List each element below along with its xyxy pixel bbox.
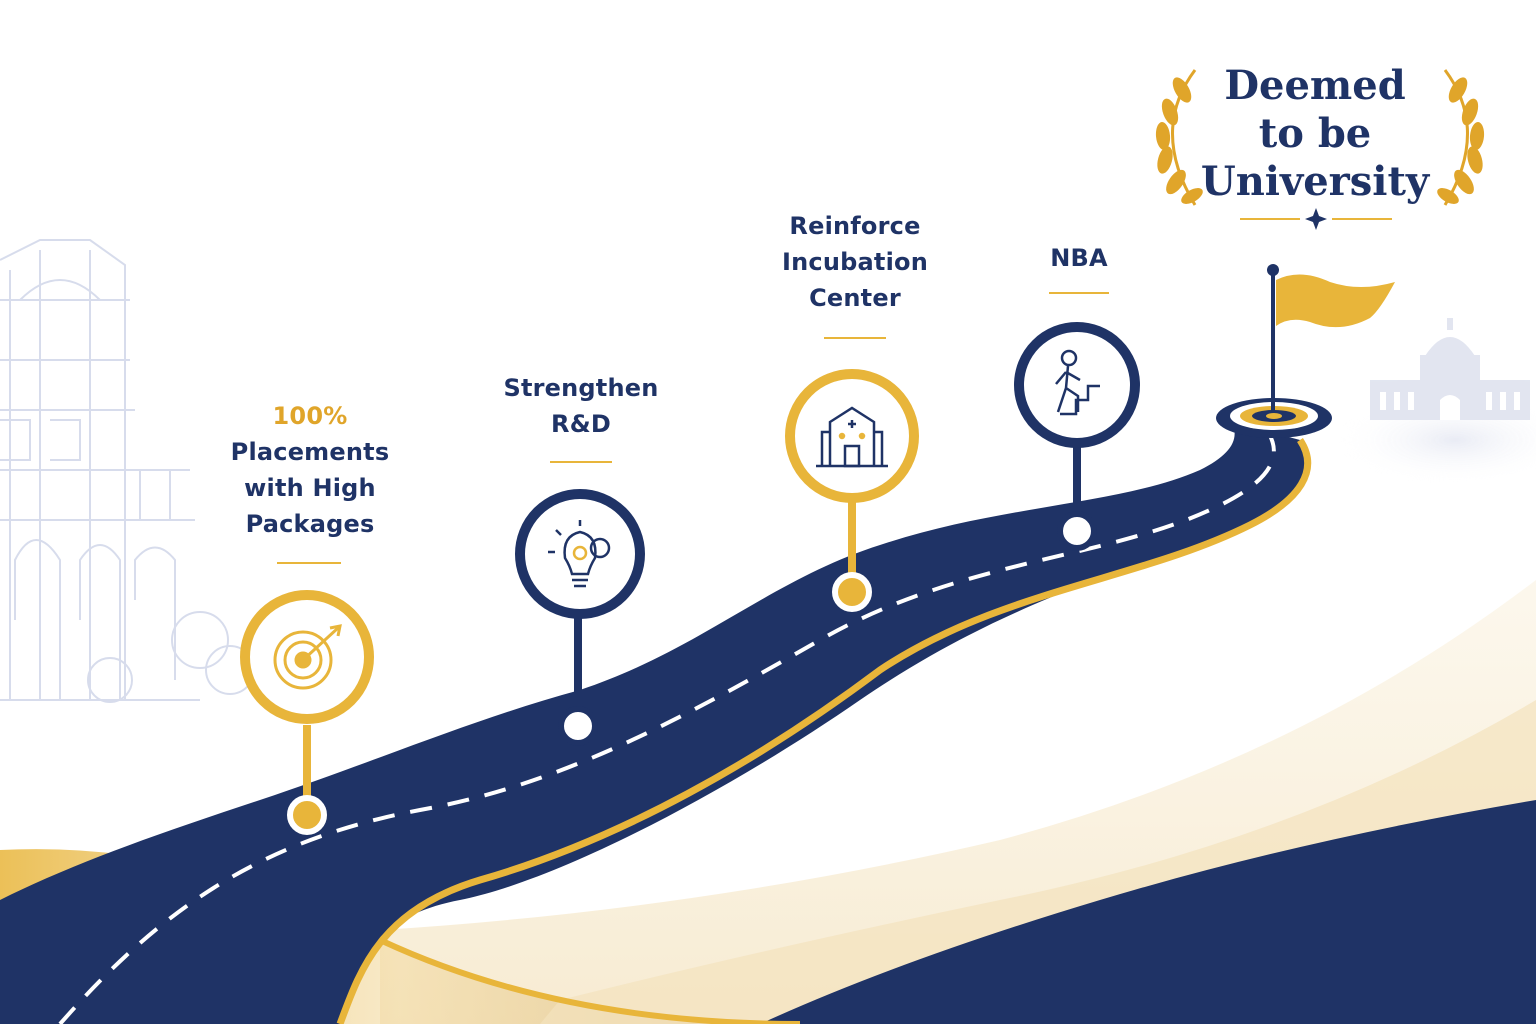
background-capitol-building [1335, 318, 1536, 485]
milestone-3-line-3: Center [809, 284, 901, 312]
milestone-4-line-1: NBA [1050, 244, 1108, 272]
milestone-1-divider [277, 562, 341, 564]
milestone-pin-1[interactable] [240, 590, 374, 835]
laurel-wreath-icon [1155, 69, 1485, 206]
milestone-label-4: NBA [1000, 240, 1158, 276]
milestone-pin-2[interactable] [515, 489, 645, 746]
goal-title-line-1: Deemed [1224, 62, 1406, 109]
building-icon [816, 406, 888, 468]
milestone-pin-3[interactable] [785, 369, 919, 612]
milestone-2-line-2: R&D [551, 410, 611, 438]
milestone-1-line-4: Packages [245, 510, 375, 538]
milestone-label-1: 100% Placements with High Packages [200, 398, 420, 542]
goal-title: Deemed to be University [1190, 62, 1440, 206]
sparkle-icon [1305, 208, 1327, 230]
road [0, 420, 1312, 1024]
milestone-label-3: Reinforce Incubation Center [745, 208, 965, 316]
target-icon [273, 624, 342, 690]
milestone-label-2: Strengthen R&D [470, 370, 692, 442]
goal-title-line-3: University [1200, 158, 1430, 205]
milestone-1-line-1: 100% [272, 402, 348, 430]
goal-title-line-2: to be [1258, 110, 1372, 157]
goal-target-flag[interactable] [1216, 264, 1395, 438]
milestone-2-line-1: Strengthen [503, 374, 659, 402]
milestone-3-line-2: Incubation [782, 248, 928, 276]
milestone-1-line-3: with High [244, 474, 376, 502]
flag-icon [1276, 274, 1395, 328]
milestone-3-divider [824, 337, 886, 339]
background-building-sketch [0, 239, 255, 703]
milestone-2-divider [550, 461, 612, 463]
person-climbing-stairs-icon [1055, 349, 1100, 416]
title-divider [1240, 208, 1392, 230]
milestone-1-line-2: Placements [230, 438, 390, 466]
milestone-pin-4[interactable] [1014, 322, 1140, 551]
milestone-3-line-1: Reinforce [789, 212, 921, 240]
milestone-4-divider [1049, 292, 1109, 294]
lightbulb-gear-icon [548, 520, 611, 588]
